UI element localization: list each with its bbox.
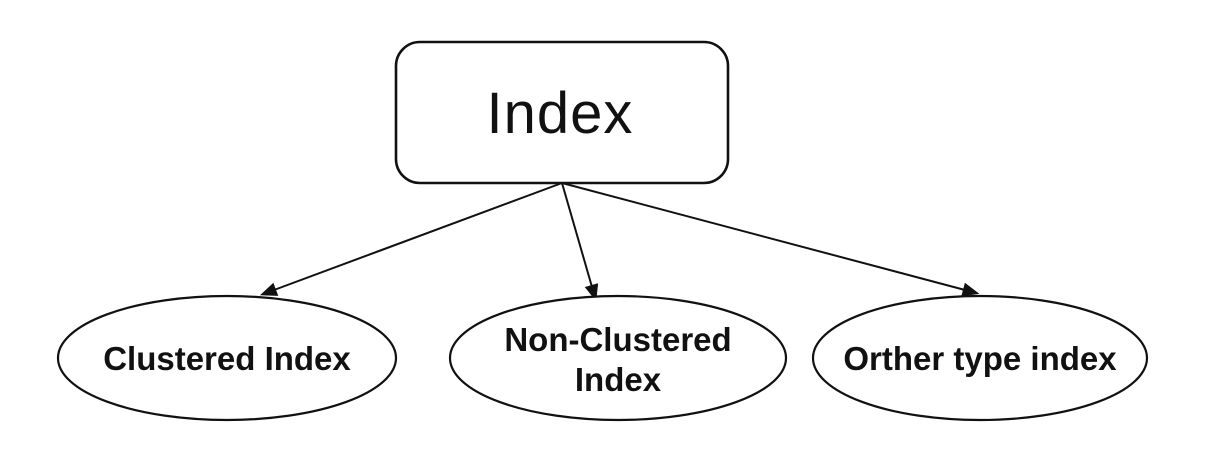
non-clustered-index-node-label-line2: Index	[575, 361, 662, 398]
edge-index-to-clustered-index	[259, 182, 563, 296]
node-clustered-index: Clustered Index	[56, 294, 398, 422]
node-index: Index	[394, 40, 730, 185]
index-node-label: Index	[487, 81, 634, 146]
orther-type-index-node-ellipse	[811, 294, 1149, 422]
edge-index-to-non-clustered-index	[561, 182, 599, 302]
index-node-box	[394, 40, 730, 185]
clustered-index-node-ellipse	[56, 294, 398, 422]
node-non-clustered-index: Non-Clustered Index	[448, 294, 788, 422]
non-clustered-index-node-ellipse	[448, 294, 788, 422]
clustered-index-node-label: Clustered Index	[103, 340, 351, 377]
edge-index-to-orther-type-index	[561, 182, 980, 297]
node-orther-type-index: Orther type index	[811, 294, 1149, 422]
non-clustered-index-node-label-line1: Non-Clustered	[504, 321, 731, 358]
orther-type-index-node-label: Orther type index	[843, 340, 1117, 377]
